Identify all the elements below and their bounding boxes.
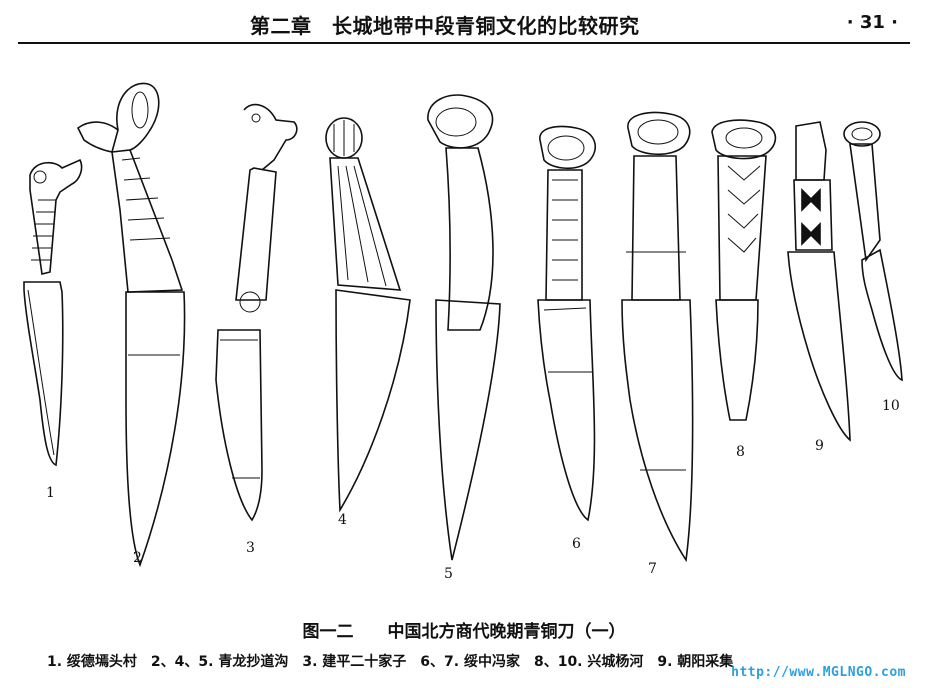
page-header: 第二章 长城地带中段青铜文化的比较研究 · 31 ·	[0, 0, 928, 44]
header-rule	[18, 42, 910, 44]
knife-label: 7	[648, 561, 657, 577]
caption-label: 图一二	[302, 622, 354, 642]
knife-2-drawing	[76, 82, 186, 568]
knife-10-drawing	[843, 121, 903, 382]
knife-label: 5	[444, 566, 453, 582]
knife-6-drawing	[537, 125, 597, 522]
chapter-title: 第二章 长城地带中段青铜文化的比较研究	[250, 14, 640, 38]
knife-label: 4	[338, 512, 347, 528]
knife-8-drawing	[711, 119, 777, 421]
knife-7-drawing	[621, 111, 694, 563]
knife-4-drawing	[325, 117, 411, 513]
knife-3-drawing	[215, 103, 298, 522]
page-number: · 31 ·	[846, 12, 898, 33]
knife-label: 10	[882, 398, 900, 414]
knife-label: 2	[133, 550, 142, 566]
knife-label: 3	[246, 540, 255, 556]
knife-label: 1	[46, 485, 55, 501]
knife-9-drawing	[787, 121, 851, 442]
watermark-url: http://www.MGLNGO.com	[731, 665, 906, 680]
figure-caption: 图一二 中国北方商代晚期青铜刀（一）	[0, 617, 928, 642]
figure-legend: 1. 绥德墕头村 2、4、5. 青龙抄道沟 3. 建平二十家子 6、7. 绥中冯…	[47, 654, 734, 670]
bronze-knives-plate: 1 2 3 4 5 6 7 8 9 10	[23, 82, 903, 582]
knife-1-drawing	[23, 158, 83, 467]
knife-label: 6	[572, 536, 581, 552]
caption-title: 中国北方商代晚期青铜刀（一）	[387, 622, 626, 642]
knife-5-drawing	[427, 94, 501, 561]
knife-label: 9	[815, 438, 824, 454]
knife-label: 8	[736, 444, 745, 460]
